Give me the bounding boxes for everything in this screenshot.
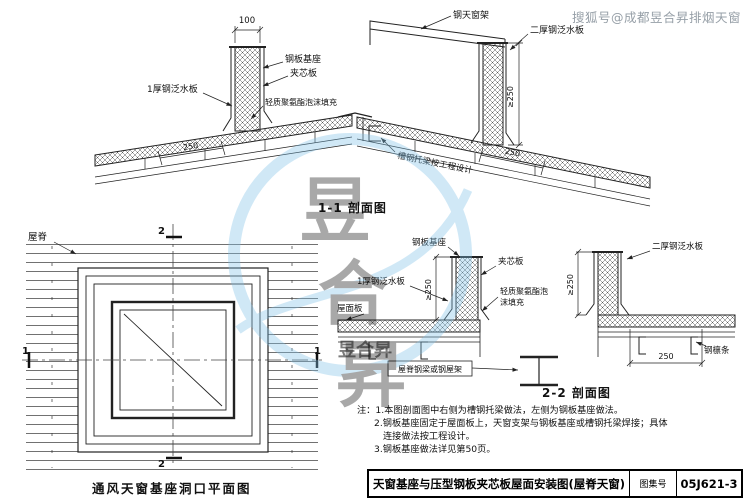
dimensions: ≥250 ≥250 250 [424, 248, 706, 367]
roof-slopes [94, 112, 651, 207]
roof-panels [337, 314, 736, 343]
dim-ge250-right: ≥250 [566, 274, 575, 296]
note-line-2: 2.钢板基座固定于屋面板上，天窗支架与钢板基座或槽钢托梁焊接；具体 [374, 418, 668, 429]
plan-caption: 通风天窗基座洞口平面图 [92, 481, 252, 496]
labels: 钢板基座 夹芯板 1厚钢泛水板 屋面板 轻质聚氨酯泡 沫填充 二厚钢泛水板 钢檩… [337, 237, 730, 377]
label-sandwich-panel: 夹芯板 [290, 67, 317, 79]
label-flashing-2mm: 二厚钢泛水板 [530, 24, 584, 36]
skylight-base-right [585, 251, 630, 316]
channel-joist-symbol [362, 117, 381, 142]
label-ridge-beam: 屋脊钢梁或钢屋架 [398, 364, 462, 374]
skylight-base-left [443, 256, 490, 321]
section-mark-2-bottom: 2 [158, 459, 165, 470]
label-flashing-1mm: 1厚钢泛水板 [357, 276, 405, 287]
section-1-1-drawing: 100 ≥250 250 250 钢天窗架 二厚钢泛水板 钢板基座 夹芯板 1厚… [94, 9, 651, 207]
section-mark-1-right: 1 [314, 346, 321, 357]
section-2-2-caption: 2-2 剖面图 [542, 386, 611, 400]
dim-250: 250 [658, 352, 673, 361]
label-ridge: 屋脊 [28, 231, 48, 243]
label-steel-frame: 钢天窗架 [453, 9, 489, 21]
dim-250-right: 250 [504, 147, 521, 159]
atlas-number-label: 图集号 [629, 471, 676, 496]
label-flashing-1mm: 1厚钢泛水板 [147, 83, 198, 95]
section-marks: 2 2 1 1 [22, 226, 321, 470]
atlas-number-value: 05J621-3 [676, 471, 741, 496]
section-mark-1-left: 1 [22, 346, 29, 357]
ridge-label: 屋脊 [28, 231, 77, 255]
dim-250-left: 250 [182, 141, 198, 152]
title-block: 天窗基座与压型钢板夹芯板屋面安装图(屋脊天窗) 图集号 05J621-3 [367, 469, 743, 498]
dim-100: 100 [239, 16, 255, 26]
section-2-2-drawing: ≥250 ≥250 250 钢板基座 夹芯板 1厚钢泛水板 屋面板 轻质聚氨酯泡… [337, 237, 736, 387]
label-roof-panel: 屋面板 [337, 303, 363, 314]
notes-block: 注：1.本图剖面图中右侧为槽钢托梁做法，左侧为钢板基座做法。 2.钢板基座固定于… [357, 404, 668, 456]
skylight-base-right [470, 42, 515, 146]
sohu-watermark-text: 搜狐号@成都昱合昇排烟天窗 [571, 10, 741, 25]
label-pu-foam-line1: 轻质聚氨酯泡 [500, 286, 548, 296]
label-steel-base: 钢板基座 [412, 237, 447, 248]
section-mark-2-top: 2 [158, 226, 165, 237]
centerlines [22, 224, 322, 466]
label-flashing-2mm: 二厚钢泛水板 [652, 241, 704, 252]
skylight-base-left [222, 46, 273, 132]
steel-skylight-frame [369, 20, 506, 48]
dim-ge250: ≥250 [506, 86, 515, 108]
label-channel-joist: 槽钢托梁按工程设计 [396, 150, 474, 176]
ridge-beam [479, 315, 599, 387]
purlins [368, 336, 698, 360]
label-pu-foam-line2: 沫填充 [500, 297, 524, 307]
dim-ge250-left: ≥250 [424, 279, 433, 301]
dimensions: 100 ≥250 250 250 [157, 16, 546, 176]
note-line-1: 注：1.本图剖面图中右侧为槽钢托梁做法，左侧为钢板基座做法。 [357, 405, 624, 416]
note-line-3: 连接做法按工程设计。 [383, 431, 475, 442]
label-sandwich-panel: 夹芯板 [498, 256, 524, 267]
drawing-title: 天窗基座与压型钢板夹芯板屋面安装图(屋脊天窗) [372, 476, 625, 491]
section-1-1-caption: 1-1 剖面图 [318, 201, 387, 215]
label-purlin: 钢檩条 [704, 345, 730, 356]
label-pu-foam: 轻质聚氨酯泡沫填充 [265, 97, 337, 107]
label-steel-base: 钢板基座 [285, 53, 321, 65]
plan-view-drawing: 2 2 1 1 屋脊 [22, 224, 322, 470]
note-line-4: 3.钢板基座做法详见第50页。 [374, 444, 496, 455]
